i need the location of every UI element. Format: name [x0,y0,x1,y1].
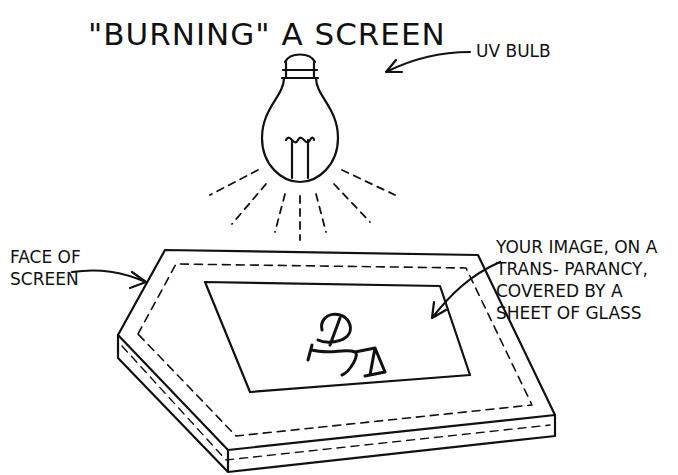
transparency-sheet [205,282,470,392]
screen-side-stitch [122,346,550,460]
leader-arrow [432,262,500,318]
screen-mesh-edge [138,264,532,436]
callout-note: YOUR IMAGE, ON A TRANS- PARANCY, COVERED… [496,236,676,324]
part-label: FACE OF SCREEN [10,246,82,290]
light-rays [210,170,395,240]
bulb-glass [262,78,338,182]
leader-arrow [72,270,146,288]
image-artwork [308,314,385,376]
bulb-base [282,55,318,79]
screen-top [118,250,555,450]
bulb-filament [286,138,314,178]
leader-arrow [386,52,470,72]
screen-side [118,335,555,472]
title: "BURNING" A SCREEN [88,14,488,54]
part-label: UV BULB [476,40,616,62]
